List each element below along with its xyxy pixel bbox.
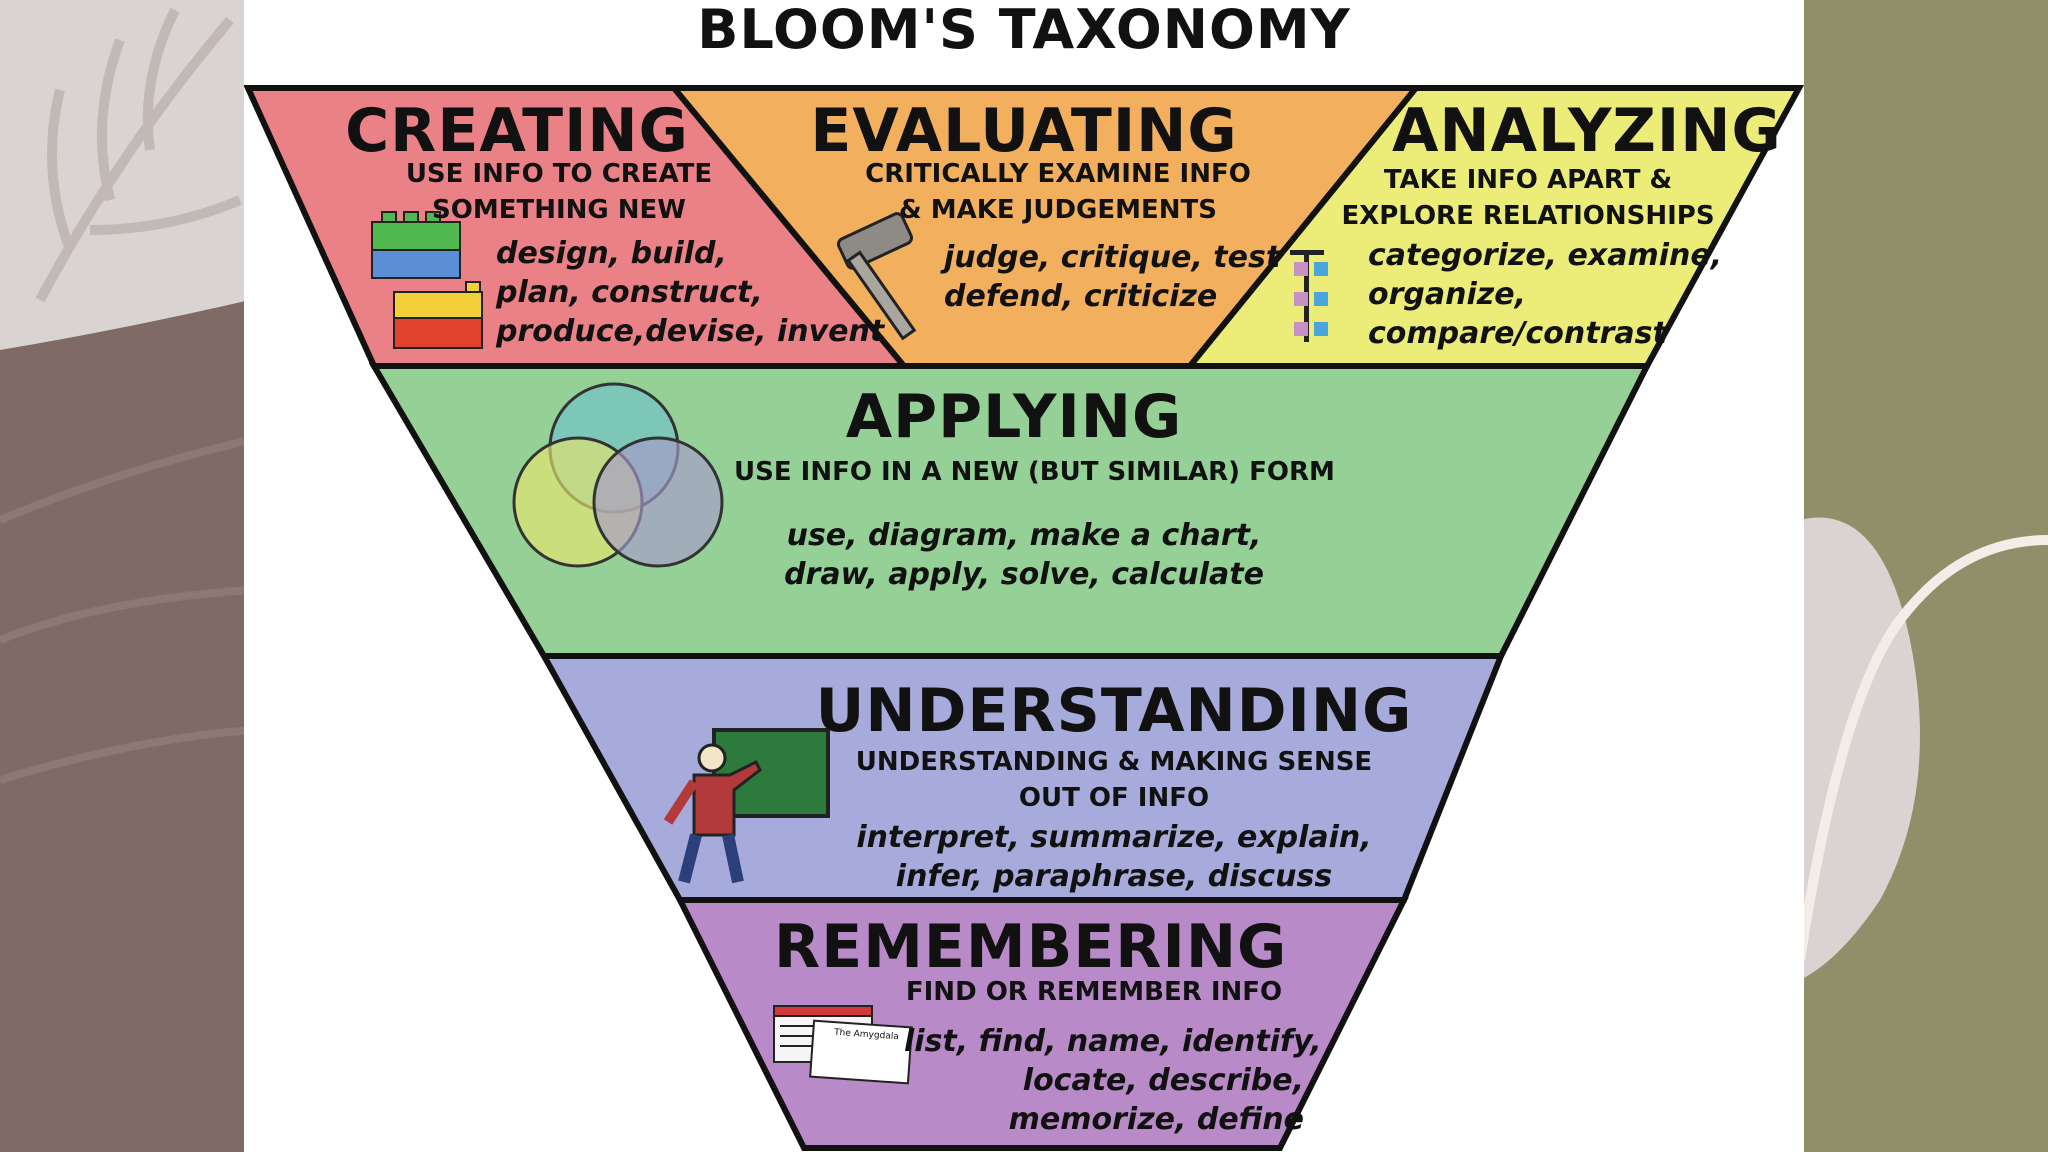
applying-verb-line: use, diagram, make a chart,: [786, 518, 1262, 553]
analyzing-description-line: TAKE INFO APART &: [1383, 165, 1673, 195]
applying-verbs: use, diagram, make a chart, draw, apply,…: [764, 516, 1284, 594]
creating-description-line: SOMETHING NEW: [432, 195, 686, 225]
analyzing-verb-line: compare/contrast: [1368, 316, 1667, 351]
remembering-description: FIND OR REMEMBER INFO: [854, 974, 1334, 1010]
leaf-icon: [35, 7, 242, 303]
analyzing-verb-line: organize,: [1368, 277, 1526, 312]
analyzing-verbs: categorize, examine, organize, compare/c…: [1368, 236, 1722, 353]
understanding-description-line: OUT OF INFO: [1018, 783, 1210, 813]
remembering-verb-line: memorize, define: [1008, 1102, 1304, 1137]
analyzing-title: ANALYZING: [1392, 96, 1782, 166]
creating-description: USE INFO TO CREATE SOMETHING NEW: [364, 156, 754, 228]
applying-description-line: USE INFO IN A NEW (BUT SIMILAR) FORM: [734, 457, 1335, 487]
teacher-at-board-icon: [663, 728, 830, 884]
understanding-verbs: interpret, summarize, explain, infer, pa…: [814, 818, 1414, 896]
venn-diagram-icon: [512, 382, 724, 568]
inverted-pyramid: [244, 85, 1804, 1151]
remembering-title: REMEMBERING: [774, 912, 1288, 982]
remembering-region: [675, 897, 1409, 1151]
creating-title: CREATING: [345, 96, 689, 166]
evaluating-verb-line: defend, criticize: [944, 279, 1218, 314]
taxonomy-poster: BLOOM'S TAXONOMY CREATING USE INFO TO CR…: [244, 0, 1804, 1152]
applying-description: USE INFO IN A NEW (BUT SIMILAR) FORM: [734, 454, 1335, 490]
remembering-verb-line: locate, describe,: [1022, 1063, 1304, 1098]
applying-verb-line: draw, apply, solve, calculate: [784, 557, 1264, 592]
creating-verbs: design, build, plan, construct, produce,…: [496, 234, 884, 351]
evaluating-description-line: CRITICALLY EXAMINE INFO: [865, 159, 1251, 189]
analyzing-verb-line: categorize, examine,: [1368, 238, 1723, 273]
remembering-verb-line: list, find, name, identify,: [904, 1024, 1322, 1059]
remembering-description-line: FIND OR REMEMBER INFO: [905, 977, 1283, 1007]
creating-verb-line: plan, construct,: [496, 275, 763, 310]
creating-verb-line: produce,devise, invent: [496, 314, 885, 349]
evaluating-verbs: judge, critique, test defend, criticize: [944, 238, 1280, 316]
page-title: BLOOM'S TAXONOMY: [697, 0, 1351, 61]
evaluating-verb-line: judge, critique, test: [944, 240, 1281, 275]
understanding-description-line: UNDERSTANDING & MAKING SENSE: [855, 747, 1373, 777]
understanding-verb-line: infer, paraphrase, discuss: [895, 859, 1333, 894]
building-blocks-icon: [371, 211, 483, 349]
evaluating-title: EVALUATING: [810, 96, 1238, 166]
evaluating-description: CRITICALLY EXAMINE INFO & MAKE JUDGEMENT…: [798, 156, 1318, 228]
applying-title: APPLYING: [845, 382, 1183, 452]
understanding-title: UNDERSTANDING: [815, 676, 1413, 746]
evaluating-description-line: & MAKE JUDGEMENTS: [898, 195, 1217, 225]
sorting-chart-icon: [1290, 250, 1328, 342]
analyzing-description: TAKE INFO APART & EXPLORE RELATIONSHIPS: [1328, 162, 1728, 234]
understanding-verb-line: interpret, summarize, explain,: [856, 820, 1372, 855]
flash-cards-icon: [773, 1005, 913, 1085]
understanding-description: UNDERSTANDING & MAKING SENSE OUT OF INFO: [814, 744, 1414, 816]
analyzing-description-line: EXPLORE RELATIONSHIPS: [1341, 201, 1715, 231]
gavel-icon: [836, 212, 917, 341]
creating-verb-line: design, build,: [496, 236, 727, 271]
creating-description-line: USE INFO TO CREATE: [405, 159, 713, 189]
remembering-verbs: list, find, name, identify, locate, desc…: [904, 1022, 1322, 1139]
